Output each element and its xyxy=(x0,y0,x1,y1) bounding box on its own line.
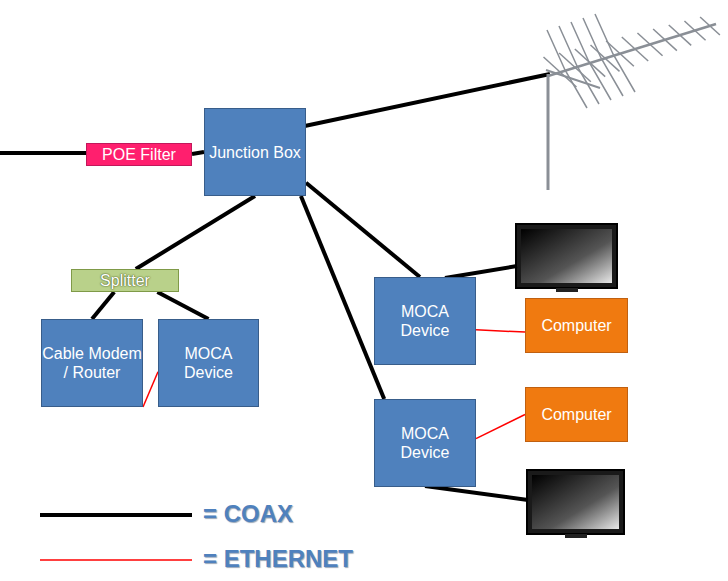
tv-illustration xyxy=(527,470,624,538)
legend-label: = ETHERNET xyxy=(203,545,353,573)
antenna-v-element xyxy=(547,30,587,108)
box-label: MOCA Device xyxy=(375,424,475,462)
coax-cable xyxy=(136,196,255,269)
legend-label: = COAX xyxy=(203,500,293,528)
splitter-box: Splitter xyxy=(71,269,179,292)
antenna-element xyxy=(700,17,720,35)
box-label: MOCA Device xyxy=(375,302,475,340)
antenna-element xyxy=(637,33,662,56)
antenna-v-element xyxy=(571,22,611,100)
tv-illustration xyxy=(516,224,617,292)
box-label: Junction Box xyxy=(209,143,301,162)
tv-coax xyxy=(425,486,528,500)
antenna-element xyxy=(653,29,677,51)
antenna-v-element xyxy=(595,14,635,92)
coax-cable xyxy=(301,196,384,399)
antenna-mast xyxy=(547,74,550,190)
antenna-illustration xyxy=(544,14,720,190)
moca-box: MOCA Device xyxy=(374,399,476,487)
box-label: POE Filter xyxy=(102,145,176,164)
tv-screen xyxy=(532,475,619,529)
box-label: Splitter xyxy=(100,271,150,290)
ethernet-cable xyxy=(476,415,525,439)
incoming-coax xyxy=(0,151,88,155)
legend-ethernet-sample xyxy=(40,559,192,561)
antenna-boom xyxy=(548,24,716,76)
box-label: Cable Modem / Router xyxy=(42,344,142,382)
computer-box: Computer xyxy=(525,298,628,353)
box-label: Computer xyxy=(541,316,611,335)
coax-cable xyxy=(306,183,420,277)
coax-cable xyxy=(92,292,114,319)
tv-stand xyxy=(556,288,578,292)
antenna-coax xyxy=(300,74,550,127)
tv-screen xyxy=(521,229,612,283)
coax-cable xyxy=(157,292,208,319)
ethernet-cable xyxy=(143,372,158,407)
modem-box: Cable Modem / Router xyxy=(41,319,143,407)
legend-coax-sample xyxy=(40,513,192,517)
tv-frame xyxy=(527,470,624,534)
junction-box: Junction Box xyxy=(204,108,306,196)
filter-box: POE Filter xyxy=(86,143,192,166)
antenna-v-element xyxy=(583,18,623,96)
tv-frame xyxy=(516,224,617,288)
box-label: Computer xyxy=(541,405,611,424)
antenna-v-element xyxy=(559,26,599,104)
box-label: MOCA Device xyxy=(159,344,258,382)
antenna-element xyxy=(669,25,691,45)
moca-box: MOCA Device xyxy=(158,319,259,407)
computer-box: Computer xyxy=(525,387,628,442)
moca-box: MOCA Device xyxy=(374,277,476,365)
antenna-element xyxy=(684,21,705,40)
tv-stand xyxy=(565,534,587,538)
antenna-element xyxy=(622,37,648,61)
coax-cable xyxy=(192,152,204,154)
ethernet-cable xyxy=(476,330,525,332)
